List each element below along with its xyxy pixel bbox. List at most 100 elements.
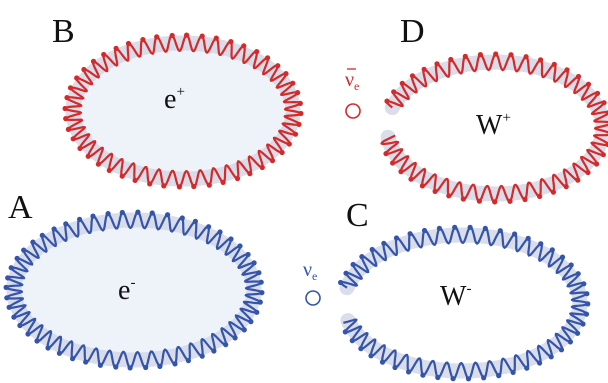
helix-node — [295, 90, 301, 96]
helix-node — [254, 49, 260, 55]
ring-interior — [73, 43, 293, 179]
helix-node — [460, 196, 466, 202]
helix-node — [476, 198, 482, 204]
w-minus-symbol: W — [440, 281, 467, 312]
helix-node — [564, 67, 570, 73]
helix-node — [95, 161, 101, 167]
helix-node — [3, 284, 9, 290]
helix-node — [228, 39, 234, 45]
helix-node — [184, 32, 190, 38]
panel-c: C W- νe — [303, 197, 591, 382]
helix-node — [97, 362, 103, 368]
neutrino-symbol: ν — [303, 259, 312, 281]
helix-node — [384, 98, 390, 104]
helix-node — [558, 347, 565, 353]
helix-node — [140, 37, 146, 43]
helix-node — [298, 110, 304, 117]
helix-node — [511, 231, 518, 237]
helix-node — [508, 52, 514, 58]
helix-node — [199, 353, 205, 359]
helix-node — [17, 322, 23, 329]
helix-node — [350, 261, 356, 268]
helix-node — [90, 213, 96, 219]
helix-node — [39, 232, 45, 238]
helix-node — [113, 45, 119, 52]
helix-node — [296, 121, 302, 127]
helix-node — [77, 216, 83, 222]
helix-node — [279, 149, 285, 156]
helix-node — [8, 265, 14, 271]
helix-node — [106, 167, 112, 173]
helix-strand — [339, 226, 589, 380]
helix-node — [34, 338, 40, 344]
antineutrino-symbol: ν — [345, 69, 354, 91]
helix-node — [290, 80, 296, 86]
helix-node — [399, 80, 405, 86]
helix-node — [549, 247, 555, 253]
helix-node — [448, 56, 454, 63]
w-minus-ring — [338, 224, 591, 382]
helix-node — [247, 171, 253, 177]
helix-node — [70, 356, 76, 362]
helix-node — [206, 182, 212, 188]
helix-node — [538, 57, 544, 63]
helix-node — [113, 364, 119, 370]
helix-node — [349, 338, 355, 344]
helix-node — [550, 189, 557, 195]
helix-node — [62, 105, 68, 112]
helix-node — [161, 183, 167, 189]
helix-node — [467, 224, 473, 230]
helix-node — [269, 158, 276, 164]
helix-node — [211, 348, 217, 354]
helix-node — [559, 254, 566, 260]
helix-node — [538, 241, 544, 247]
helix-node — [176, 184, 182, 190]
neutrino: νe — [303, 259, 321, 306]
helix-node — [465, 376, 472, 382]
helix-node — [74, 75, 80, 81]
helix-node — [492, 199, 498, 205]
helix-node — [432, 188, 438, 194]
w-plus-ring — [380, 51, 608, 205]
helix-node — [575, 177, 581, 183]
helix-node — [421, 227, 428, 234]
helix-node — [6, 304, 12, 310]
helix-node — [81, 66, 87, 73]
helix-node — [381, 240, 387, 246]
helix-node — [575, 73, 582, 80]
helix-node — [56, 350, 63, 356]
helix-node — [77, 145, 83, 151]
helix-node — [585, 301, 591, 307]
helix-node — [63, 221, 69, 227]
helix-node — [563, 184, 569, 190]
helix-node — [393, 235, 400, 241]
helix-node — [359, 254, 365, 260]
helix-node — [101, 51, 107, 58]
helix-node — [507, 198, 513, 204]
helix-node — [482, 225, 488, 231]
positron-charge: + — [176, 84, 184, 100]
electron-label: e- — [118, 275, 135, 306]
helix-node — [228, 236, 234, 242]
helix-node — [568, 262, 574, 268]
helix-node — [185, 358, 191, 364]
helix-node — [14, 255, 20, 261]
helix-node — [408, 176, 414, 182]
helix-node — [551, 61, 557, 67]
w-minus-label: W- — [440, 281, 471, 312]
helix-node — [594, 90, 601, 96]
helix-node — [452, 224, 458, 230]
helix-node — [251, 260, 257, 266]
helix-node — [257, 299, 263, 305]
helix-node — [149, 210, 155, 216]
antineutrino: νe — [345, 68, 361, 119]
helix-node — [258, 279, 264, 285]
helix-node — [63, 116, 69, 122]
electron-charge: - — [130, 275, 135, 291]
helix-node — [481, 375, 487, 381]
helix-node — [275, 63, 281, 69]
helix-node — [125, 40, 132, 47]
panel-letter-a: A — [8, 189, 33, 226]
w-minus-charge: - — [466, 281, 471, 297]
